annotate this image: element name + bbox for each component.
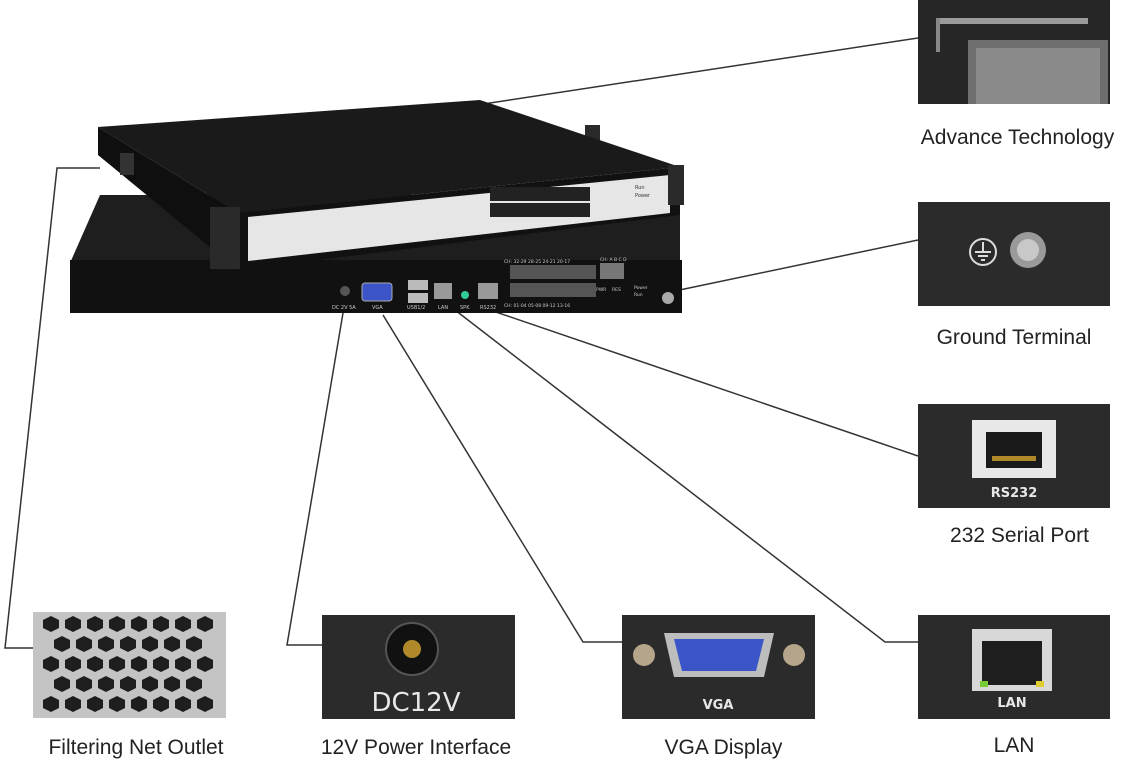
leader-filtering-net (4, 167, 100, 649)
vent-holes-icon (43, 616, 213, 712)
front-right-bracket (668, 165, 684, 205)
lan-thumb: LAN (918, 615, 1110, 719)
rear-label-spk: SPK (460, 305, 470, 311)
vga-label: VGA (703, 698, 734, 713)
device-photo: DC 2V 5A VGA USB1/2 LAN SPK RS232 CH: 32… (70, 100, 684, 313)
filtering-net-thumb (33, 612, 226, 718)
front-unit-top (98, 100, 680, 213)
spk-jack (461, 291, 469, 299)
lan-port (434, 283, 452, 299)
rs232-port (478, 283, 498, 299)
leader-lan (454, 309, 918, 643)
dc12v-label: DC12V (371, 688, 460, 718)
rear-label-rs232: RS232 (480, 305, 496, 311)
ground-terminal-image (918, 202, 1110, 306)
power-thumb: DC12V (322, 615, 515, 719)
leader-ground-terminal (669, 239, 919, 293)
ground-screw (662, 292, 674, 304)
rear-label-ch-top: CH: 32-29 28-25 24-21 20-17 (504, 259, 570, 265)
serial-port-image: RS232 (918, 404, 1110, 508)
rear-label-usb: USB1/2 (407, 305, 425, 311)
leader-power (286, 312, 344, 646)
rear-label-power-led: Power (634, 285, 648, 291)
rear-label-dc: DC 2V 5A (332, 305, 356, 311)
rear-label-ch-bottom: CH: 01-04 05-08 09-12 13-16 (504, 303, 570, 309)
dc-jack (340, 286, 350, 296)
caption-serial-port: 232 Serial Port (950, 524, 1089, 547)
lan-label: LAN (997, 696, 1026, 711)
rear-label-lan: LAN (438, 305, 448, 311)
caption-power-interface: 12V Power Interface (320, 736, 512, 759)
advance-technology-image (918, 0, 1110, 104)
power-image: DC12V (322, 615, 515, 719)
leader-vga (382, 314, 622, 643)
channel-ports (510, 265, 596, 297)
usb-port-2 (408, 293, 428, 303)
rear-label-ch-abcd: CH: A B C D (600, 257, 627, 263)
caption-vga-display: VGA Display (664, 736, 783, 759)
front-led-power: Power (635, 193, 651, 199)
caption-ground-terminal: Ground Terminal (936, 326, 1092, 349)
rs232-label: RS232 (991, 486, 1038, 501)
caption-filtering-net: Filtering Net Outlet (48, 736, 224, 759)
rear-label-run-led: Run (634, 292, 643, 298)
vga-port (361, 282, 393, 302)
vga-image: VGA (622, 615, 815, 719)
caption-lan: LAN (993, 734, 1035, 757)
front-left-bracket (210, 207, 240, 269)
ground-symbol-icon (969, 238, 997, 266)
ground-terminal-thumb (918, 202, 1110, 306)
abcd-port (600, 263, 624, 279)
advance-technology-thumb (918, 0, 1110, 104)
serial-port-thumb: RS232 (918, 404, 1110, 508)
rear-label-res: RES (612, 287, 621, 293)
vga-thumb: VGA (622, 615, 815, 719)
usb-port-1 (408, 280, 428, 290)
side-vent (120, 153, 134, 175)
lan-image: LAN (918, 615, 1110, 719)
front-rj45-ports (490, 187, 590, 217)
caption-advance-technology: Advance Technology (920, 126, 1115, 149)
leader-advance-technology (469, 37, 919, 107)
rear-label-vga: VGA (372, 305, 383, 311)
rear-label-pwr: PWR (596, 287, 606, 293)
filtering-net-image (33, 612, 226, 718)
front-led-run: Run (635, 185, 645, 191)
leader-serial-port (489, 309, 919, 457)
